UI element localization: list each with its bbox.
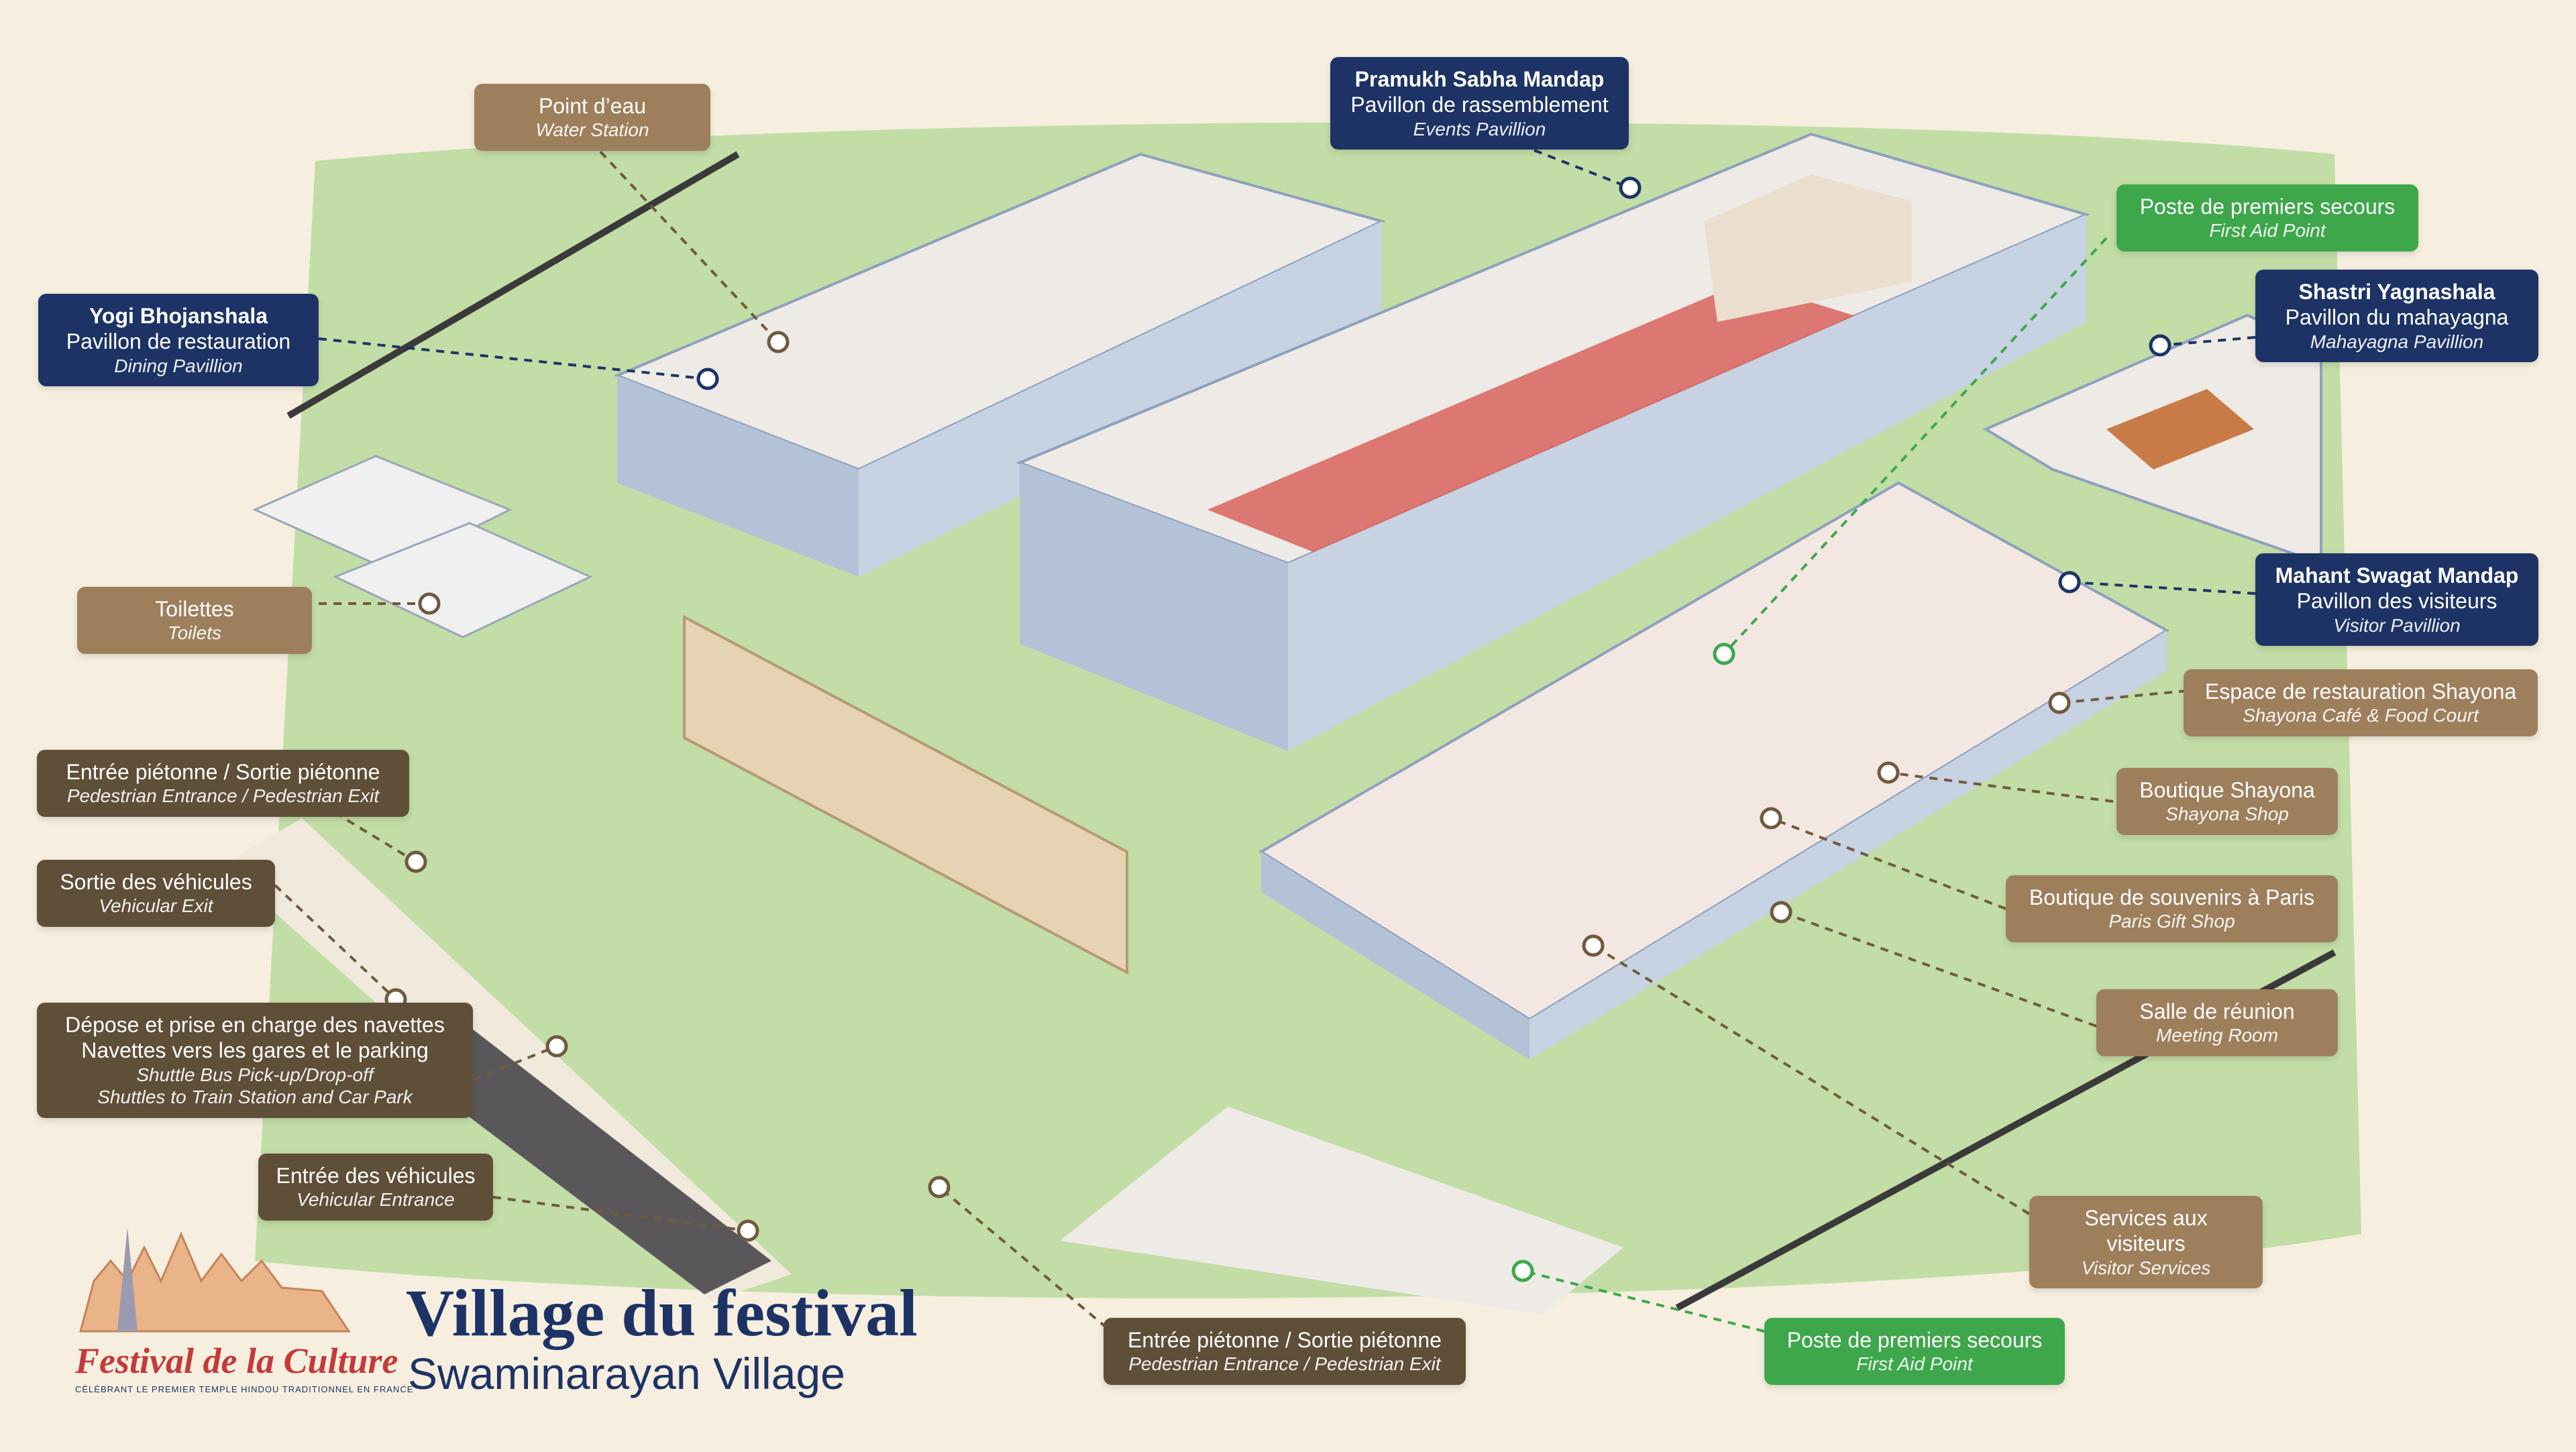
label-first-aid-top[interactable]: Poste de premiers secours First Aid Poin… bbox=[2116, 184, 2418, 252]
label-visitor-services[interactable]: Services aux visiteurs Visitor Services bbox=[2029, 1196, 2263, 1289]
dot-mahayagna-pavilion[interactable] bbox=[2149, 334, 2171, 357]
festival-logo-text: Festival de la Culture bbox=[75, 1341, 398, 1381]
toilet-block bbox=[252, 455, 593, 638]
dot-paris-gift-shop[interactable] bbox=[1760, 807, 1782, 830]
dining-pavilion bbox=[613, 152, 1386, 577]
label-first-aid-bottom[interactable]: Poste de premiers secours First Aid Poin… bbox=[1764, 1318, 2065, 1385]
dot-first-aid-top[interactable] bbox=[1713, 643, 1735, 665]
dot-vehicular-entrance[interactable] bbox=[737, 1219, 759, 1242]
label-water-station[interactable]: Point d’eau Water Station bbox=[474, 84, 710, 151]
dot-first-aid-bottom[interactable] bbox=[1511, 1260, 1534, 1282]
dot-events-pavilion[interactable] bbox=[1619, 176, 1642, 199]
dot-dining-pavilion[interactable] bbox=[696, 368, 719, 390]
label-mahayagna-pavilion[interactable]: Shastri Yagnashala Pavillon du mahayagna… bbox=[2255, 270, 2538, 363]
label-paris-gift-shop[interactable]: Boutique de souvenirs à Paris Paris Gift… bbox=[2006, 875, 2338, 942]
label-ped-entrance-bottom[interactable]: Entrée piétonne / Sortie piétonne Pedest… bbox=[1104, 1318, 1466, 1385]
label-vehicular-entrance[interactable]: Entrée des véhicules Vehicular Entrance bbox=[258, 1154, 493, 1221]
dot-meeting-room[interactable] bbox=[1770, 901, 1792, 924]
dot-visitor-pavilion[interactable] bbox=[2058, 571, 2081, 594]
label-visitor-pavilion[interactable]: Mahant Swagat Mandap Pavillon des visite… bbox=[2255, 553, 2538, 647]
bottom-tents bbox=[1060, 1107, 1623, 1315]
label-events-pavilion[interactable]: Pramukh Sabha Mandap Pavillon de rassemb… bbox=[1330, 57, 1629, 150]
label-food-court[interactable]: Espace de restauration Shayona Shayona C… bbox=[2184, 669, 2538, 736]
festival-logo-tagline: CÉLÉBRANT LE PREMIER TEMPLE HINDOU TRADI… bbox=[75, 1384, 414, 1394]
mahayagna-pavilion bbox=[1982, 313, 2322, 565]
label-ped-entrance-left[interactable]: Entrée piétonne / Sortie piétonne Pedest… bbox=[37, 750, 409, 817]
dot-shayona-shop[interactable] bbox=[1877, 761, 1900, 784]
entrance-gate bbox=[683, 614, 1128, 975]
label-vehicular-exit[interactable]: Sortie des véhicules Vehicular Exit bbox=[37, 860, 275, 927]
fence-left bbox=[286, 151, 740, 419]
festival-logo-icon bbox=[79, 1227, 351, 1333]
events-pavilion bbox=[1016, 132, 2090, 751]
dot-food-court[interactable] bbox=[2048, 691, 2071, 714]
page-title: Village du festival bbox=[406, 1276, 918, 1350]
dot-water-station[interactable] bbox=[767, 331, 790, 353]
label-shuttle[interactable]: Dépose et prise en charge des navettes N… bbox=[37, 1003, 473, 1118]
label-toilets[interactable]: Toilettes Toilets bbox=[77, 587, 312, 654]
dot-ped-entrance-left[interactable] bbox=[405, 850, 427, 873]
label-dining-pavilion[interactable]: Yogi Bhojanshala Pavillon de restauratio… bbox=[38, 294, 319, 387]
page-subtitle: Swaminarayan Village bbox=[408, 1349, 845, 1398]
label-meeting-room[interactable]: Salle de réunion Meeting Room bbox=[2096, 989, 2338, 1056]
dot-ped-entrance-bottom[interactable] bbox=[928, 1176, 951, 1198]
dot-visitor-services[interactable] bbox=[1582, 934, 1605, 957]
visitor-pavilion bbox=[1258, 481, 2169, 1060]
dot-shuttle[interactable] bbox=[545, 1035, 568, 1058]
label-shayona-shop[interactable]: Boutique Shayona Shayona Shop bbox=[2116, 768, 2338, 835]
dot-toilets[interactable] bbox=[418, 592, 441, 615]
